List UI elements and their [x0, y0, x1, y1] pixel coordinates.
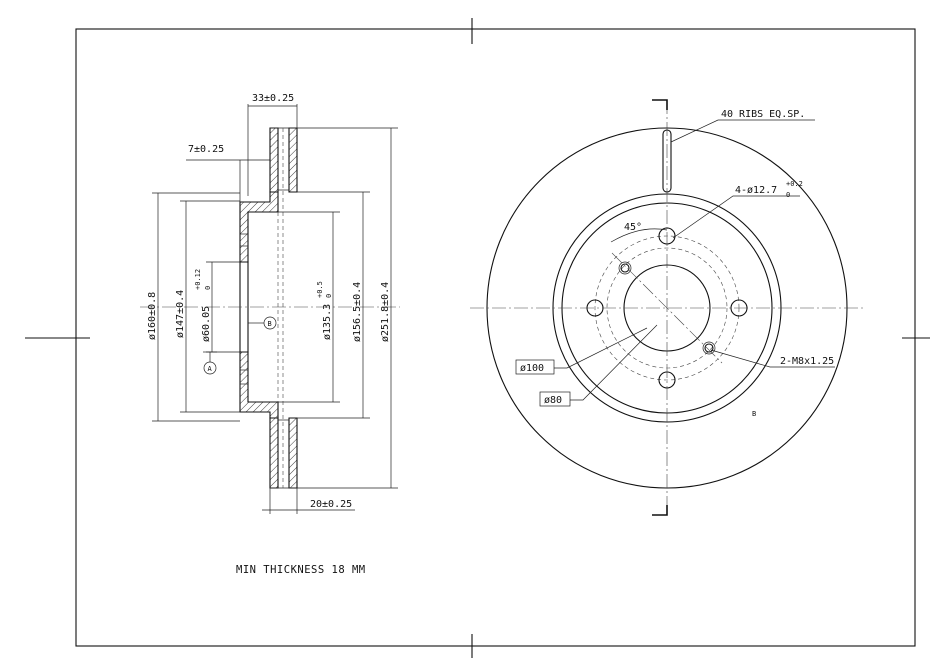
- pcd-100-label: ø100: [520, 363, 544, 374]
- dim-135-label: ø135.3: [322, 304, 333, 340]
- thread-hole-lr: [702, 341, 716, 355]
- dim-135-tol-low: 0: [325, 294, 333, 298]
- pcd-100-tag: ø100: [515, 359, 555, 375]
- rotor-section-hatched: [239, 127, 298, 489]
- dim-7-label: 7±0.25: [188, 144, 224, 155]
- frame-ticks: [25, 18, 930, 658]
- holes-label: 4-ø12.7: [735, 185, 777, 196]
- datum-a: A: [203, 351, 217, 375]
- threads-label: 2-M8x1.25: [780, 356, 834, 367]
- side-section-view: 33±0.25 7±0.25 20±0.25: [140, 93, 400, 514]
- dim-160-label: ø160±0.8: [147, 292, 158, 340]
- dim-60-label: ø60.05: [201, 306, 212, 342]
- thread-hole-ul: [618, 261, 632, 275]
- pcd-80-tag: ø80: [539, 391, 571, 407]
- ribs-label: 40 RIBS EQ.SP.: [721, 109, 805, 120]
- pcd-80-label: ø80: [544, 395, 562, 406]
- datum-b: B: [248, 316, 277, 330]
- min-thickness-note: MIN THICKNESS 18 MM: [236, 564, 366, 576]
- dim-20-label: 20±0.25: [310, 499, 352, 510]
- dim-overall-thickness: 33±0.25: [247, 93, 298, 196]
- front-view: 40 RIBS EQ.SP. 4-ø12.7 +0.2 0 45° 2-M8x1…: [470, 99, 865, 516]
- dim-hat-thickness: 7±0.25: [186, 144, 270, 202]
- datum-b-label: B: [268, 320, 272, 328]
- dim-disc-offset: 20±0.25: [262, 488, 355, 514]
- mark-b: B: [752, 410, 756, 418]
- dim-60-tol-low: 0: [204, 286, 212, 290]
- dim-135-tol: +0.5: [316, 281, 324, 298]
- holes-tol: +0.2: [786, 180, 803, 188]
- dim-33-label: 33±0.25: [252, 93, 294, 104]
- datum-a-label: A: [208, 365, 213, 373]
- angle-label: 45°: [624, 222, 642, 233]
- dim-156-label: ø156.5±0.4: [352, 282, 363, 342]
- dim-diameters: [152, 127, 398, 489]
- dim-60-tol: +0.12: [194, 269, 202, 290]
- dim-147-label: ø147±0.4: [175, 290, 186, 338]
- holes-tol-low: 0: [786, 191, 790, 199]
- rib-slot: [662, 129, 672, 193]
- dim-251-label: ø251.8±0.4: [380, 282, 391, 342]
